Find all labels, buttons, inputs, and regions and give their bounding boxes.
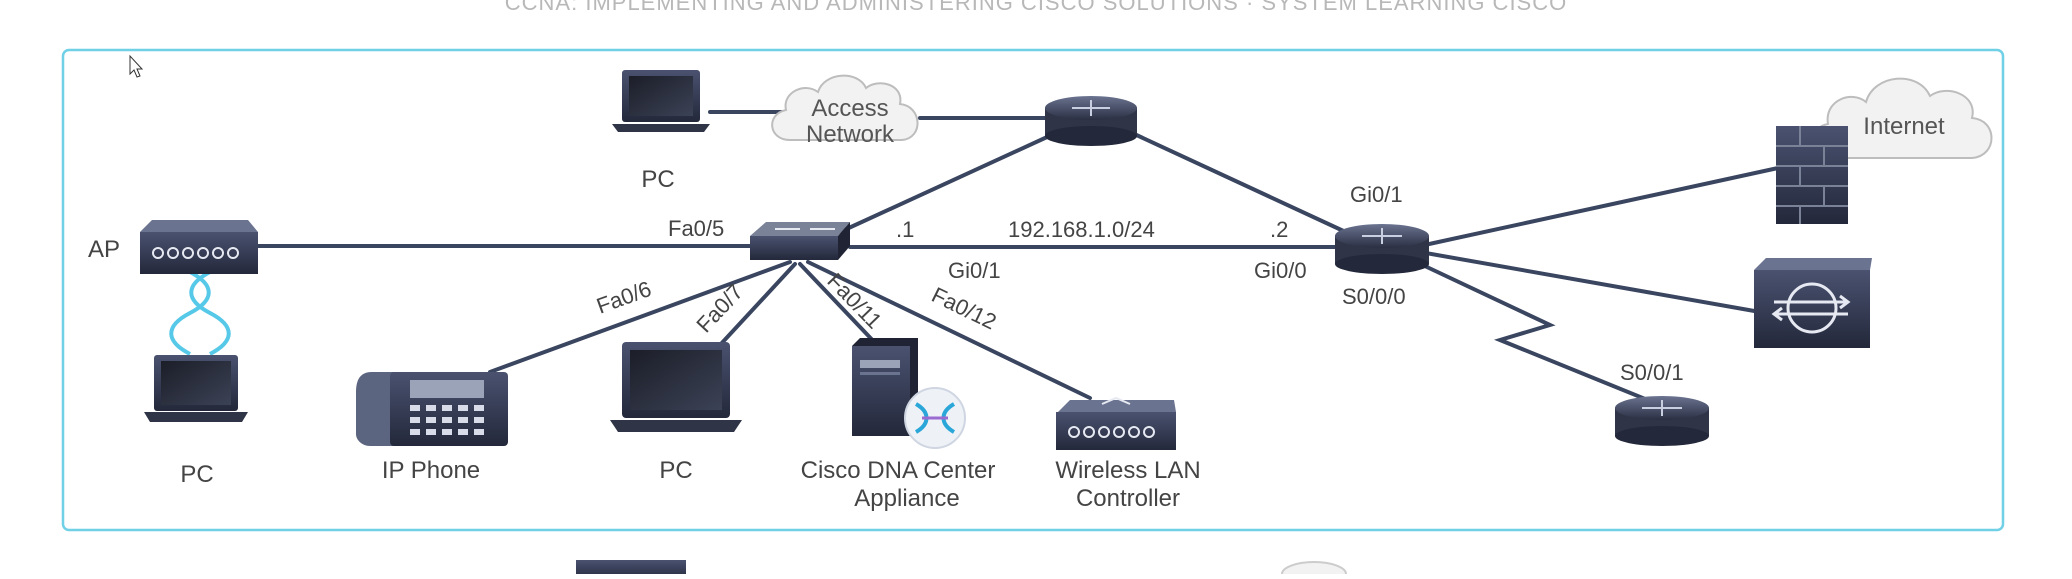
switch-icon (750, 222, 850, 260)
link-serial (1410, 258, 1662, 407)
label-host-2: .2 (1270, 217, 1288, 242)
pc-wireless[interactable]: PC (144, 355, 248, 488)
firewall-icon (1776, 126, 1848, 224)
label-r-gi0-1: Gi0/1 (1350, 182, 1403, 207)
label-fa0-6: Fa0/6 (593, 276, 654, 319)
link-switch-wlc (806, 260, 1092, 400)
access-network-cloud: Access Network (771, 74, 919, 148)
pc-bottom-label: PC (659, 457, 692, 484)
wlc-label-2: Controller (1076, 485, 1180, 512)
firewall[interactable] (1776, 126, 1848, 224)
internet-label: Internet (1863, 113, 1945, 140)
access-point-icon (140, 220, 258, 274)
router-top[interactable] (1045, 96, 1137, 146)
link-switch-phone (488, 260, 792, 374)
laptop-icon (612, 70, 710, 132)
pc-bottom[interactable]: PC (610, 342, 742, 484)
label-fa0-5: Fa0/5 (668, 216, 724, 241)
internet-cloud: Internet (1811, 77, 1993, 159)
links (256, 110, 1780, 407)
access-point[interactable]: AP (88, 220, 258, 274)
ip-phone-icon (356, 372, 508, 446)
label-host-1: .1 (896, 217, 914, 242)
label-r-s0-0-0: S0/0/0 (1342, 284, 1406, 309)
wireless-lan-controller[interactable]: Wireless LAN Controller (1055, 396, 1201, 512)
dna-label-1: Cisco DNA Center (801, 457, 996, 484)
partial-device-bottom-left (576, 560, 686, 579)
wireless-link (169, 270, 231, 356)
router-main[interactable] (1335, 224, 1429, 274)
interface-labels: Fa0/5 .1 192.168.1.0/24 .2 Gi0/1 Gi0/0 G… (593, 182, 1683, 385)
cloud-icon (1811, 77, 1993, 159)
link-router-firewall (1418, 166, 1780, 248)
link-router-top-main (1128, 130, 1352, 236)
pc-top[interactable]: PC (612, 70, 710, 193)
ap-label: AP (88, 236, 120, 263)
dna-center-appliance[interactable]: Cisco DNA Center Appliance (801, 338, 996, 512)
partial-device-bottom-right (1281, 561, 1347, 579)
ip-phone[interactable]: IP Phone (356, 372, 508, 484)
link-switch-dna (798, 262, 882, 350)
cloud-icon (771, 74, 919, 141)
mouse-cursor-icon (129, 54, 144, 78)
access-network-label-2: Network (806, 121, 895, 148)
ip-phone-label: IP Phone (382, 457, 480, 484)
wlc-icon (1056, 396, 1176, 450)
diagram-frame (61, 48, 2005, 532)
dna-logo-icon (904, 387, 966, 449)
server-icon (852, 338, 918, 436)
router-icon (1045, 96, 1137, 146)
label-subnet: 192.168.1.0/24 (1008, 217, 1155, 242)
wan-optimizer-icon (1754, 258, 1872, 348)
wlc-label-1: Wireless LAN (1055, 457, 1200, 484)
link-switch-pc (718, 262, 797, 347)
label-remote-s0-0-1: S0/0/1 (1620, 360, 1684, 385)
wan-optimizer[interactable] (1754, 258, 1872, 348)
link-router-optimizer (1418, 250, 1762, 314)
label-sw-gi0-1: Gi0/1 (948, 258, 1001, 283)
laptop-icon (144, 355, 248, 422)
router-remote[interactable] (1615, 396, 1709, 446)
header-caption: CCNA: IMPLEMENTING AND ADMINISTERING CIS… (504, 0, 1568, 15)
router-icon (1335, 224, 1429, 274)
laptop-icon (610, 342, 742, 432)
switch[interactable] (750, 222, 850, 260)
dna-label-2: Appliance (854, 485, 959, 512)
label-r-gi0-0: Gi0/0 (1254, 258, 1307, 283)
pc-wireless-label: PC (180, 461, 213, 488)
pc-top-label: PC (641, 166, 674, 193)
access-network-label-1: Access (811, 95, 888, 122)
router-icon (1615, 396, 1709, 446)
link-switch-router-top (838, 130, 1060, 234)
